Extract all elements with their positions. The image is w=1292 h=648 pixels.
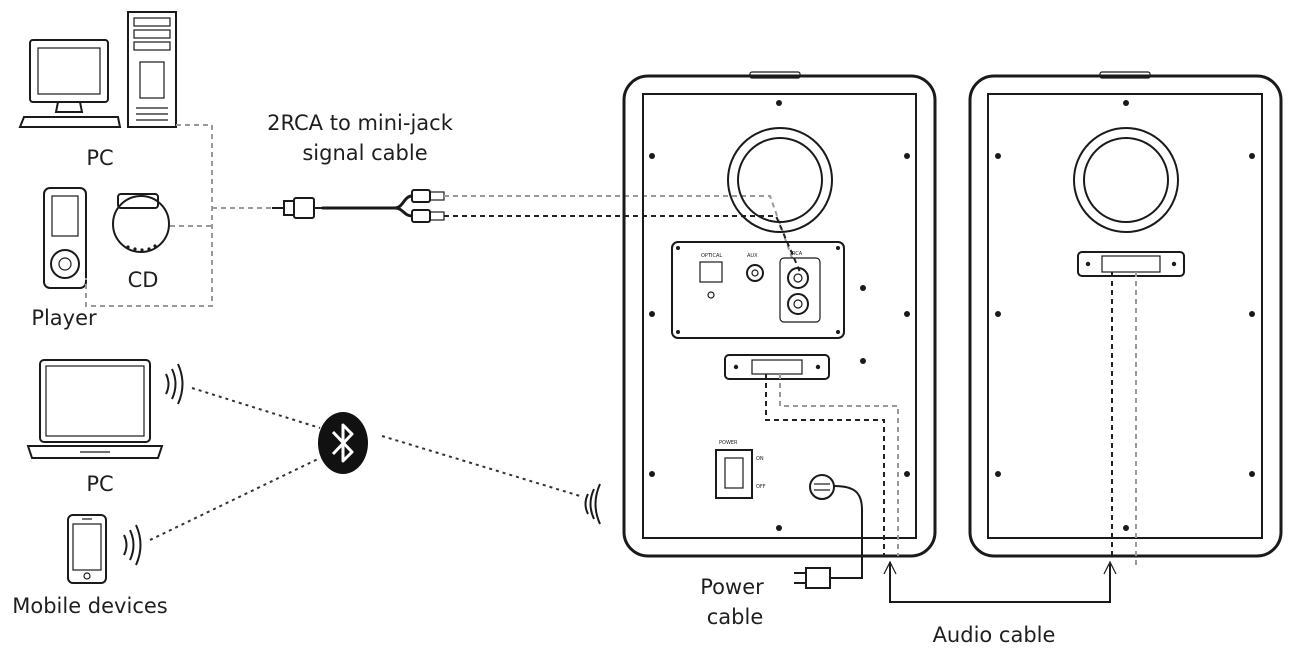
optical-input-label: OPTICAL: [701, 253, 722, 259]
speaker-bluetooth-link: [381, 435, 581, 497]
cd-player-icon: [112, 193, 170, 253]
power-cable-label-line1: Power: [700, 575, 764, 599]
power-cable-label-line2: cable: [707, 605, 764, 629]
power-switch-label: POWER: [719, 440, 738, 446]
phone-wireless-signal-icon: [123, 524, 142, 566]
audio-cable-label: Audio cable: [933, 623, 1056, 647]
rca-input-label: RCA: [792, 251, 803, 257]
switch-on-label: ON: [756, 456, 764, 462]
audio-cable-lines: [765, 272, 1137, 603]
mobile-devices-label: Mobile devices: [12, 594, 167, 618]
music-player-icon: [43, 187, 87, 289]
power-cable-icon: [794, 485, 863, 589]
smartphone-icon: [67, 514, 107, 584]
laptop-bluetooth-link: [191, 387, 321, 429]
source-collector-lines: [85, 124, 272, 307]
cd-label: CD: [128, 268, 159, 292]
pc-laptop-label: PC: [86, 472, 113, 496]
signal-cable-label-line1: 2RCA to mini-jack: [267, 111, 454, 135]
laptop-pc-icon: [26, 359, 164, 459]
bluetooth-icon: [318, 412, 368, 474]
speaker-wireless-signal-icon: [584, 483, 601, 525]
player-label: Player: [31, 306, 97, 330]
phone-bluetooth-link: [149, 457, 321, 541]
aux-input-label: AUX: [747, 253, 758, 259]
desktop-pc-icon: [18, 11, 177, 128]
signal-cable-label-line2: signal cable: [302, 141, 427, 165]
passive-speaker-back: [968, 71, 1283, 558]
laptop-wireless-signal-icon: [165, 363, 184, 405]
signal-cable-icon: [272, 189, 445, 223]
pc-desktop-label: PC: [86, 146, 113, 170]
switch-off-label: OFF: [756, 484, 766, 490]
rca-left-line: [444, 195, 793, 259]
rca-right-line: [444, 215, 801, 273]
active-speaker-back: [622, 71, 937, 558]
